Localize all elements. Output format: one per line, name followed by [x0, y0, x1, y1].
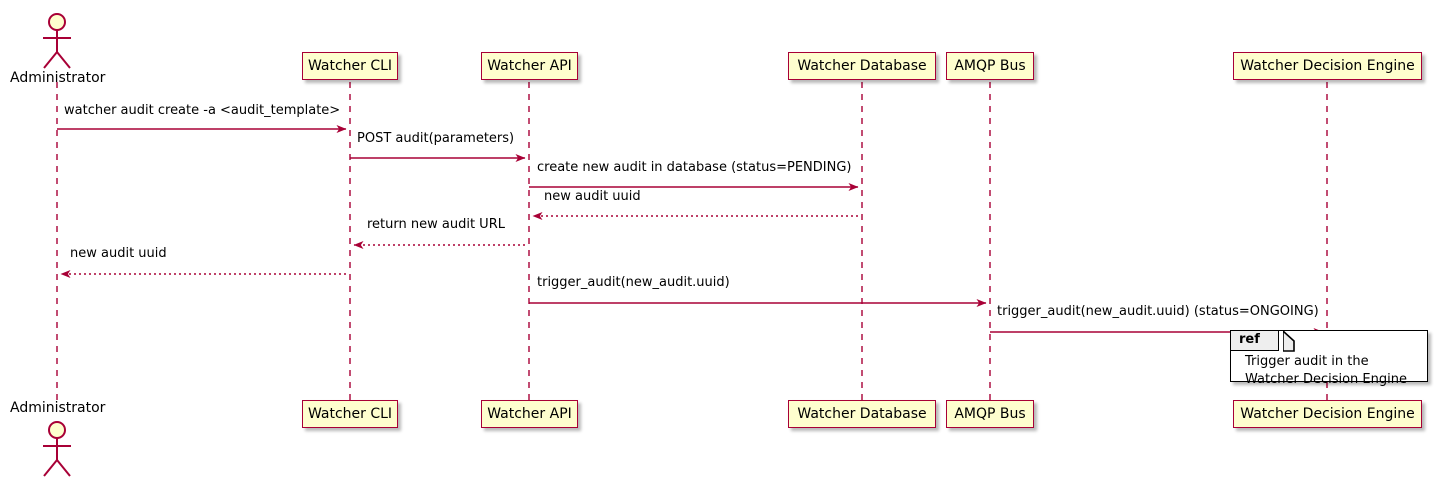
message-label-3: create new audit in database (status=PEN…	[537, 160, 852, 175]
participant-label: Watcher CLI	[307, 406, 393, 422]
participant-box-watcher-decision-engine-bottom[interactable]: Watcher Decision Engine	[1233, 400, 1422, 428]
actor-head-icon	[48, 13, 66, 31]
participant-label: Watcher Database	[797, 406, 927, 422]
lifelines-group	[56, 82, 1328, 400]
participant-box-watcher-api-top[interactable]: Watcher API	[481, 52, 578, 80]
message-label-1: watcher audit create -a <audit_template>	[64, 103, 341, 118]
participant-label: Watcher Database	[797, 58, 927, 74]
participant-label: Watcher API	[487, 58, 572, 74]
participant-box-watcher-database-top[interactable]: Watcher Database	[788, 52, 936, 80]
participant-label: AMQP Bus	[954, 406, 1026, 422]
actor-figure-administrator	[43, 13, 71, 69]
participant-label: Watcher CLI	[307, 58, 393, 74]
participant-box-amqp-bus-top[interactable]: AMQP Bus	[946, 52, 1034, 80]
participant-box-watcher-database-bottom[interactable]: Watcher Database	[788, 400, 936, 428]
participant-box-watcher-cli-top[interactable]: Watcher CLI	[302, 52, 398, 80]
actor-leg-left	[43, 459, 58, 477]
message-label-8: trigger_audit(new_audit.uuid) (status=ON…	[997, 304, 1319, 319]
message-label-2: POST audit(parameters)	[357, 131, 515, 146]
participant-label: AMQP Bus	[954, 58, 1026, 74]
actor-leg-right	[56, 459, 71, 477]
fragment-body-text: Trigger audit in the Watcher Decision En…	[1245, 354, 1407, 387]
participant-box-watcher-cli-bottom[interactable]: Watcher CLI	[302, 400, 398, 428]
message-label-7: trigger_audit(new_audit.uuid)	[537, 275, 730, 290]
participant-label: Watcher API	[487, 406, 572, 422]
actor-label-administrator-top: Administrator	[10, 70, 106, 86]
participant-box-watcher-api-bottom[interactable]: Watcher API	[481, 400, 578, 428]
participant-label: Watcher Decision Engine	[1240, 58, 1415, 74]
actor-leg-right	[56, 51, 71, 69]
actor-figure-administrator	[43, 421, 71, 477]
message-label-4: new audit uuid	[544, 189, 641, 204]
participant-box-amqp-bus-bottom[interactable]: AMQP Bus	[946, 400, 1034, 428]
participant-label: Watcher Decision Engine	[1240, 406, 1415, 422]
actor-leg-left	[43, 51, 58, 69]
actor-label-administrator-bottom: Administrator	[10, 400, 106, 416]
message-label-5: return new audit URL	[367, 217, 505, 232]
message-label-6: new audit uuid	[70, 246, 167, 261]
actor-head-icon	[48, 421, 66, 439]
fragment-tab-label: ref	[1231, 331, 1279, 351]
fragment-tab-notch-icon	[1283, 331, 1295, 352]
participant-box-watcher-decision-engine-top[interactable]: Watcher Decision Engine	[1233, 52, 1422, 80]
